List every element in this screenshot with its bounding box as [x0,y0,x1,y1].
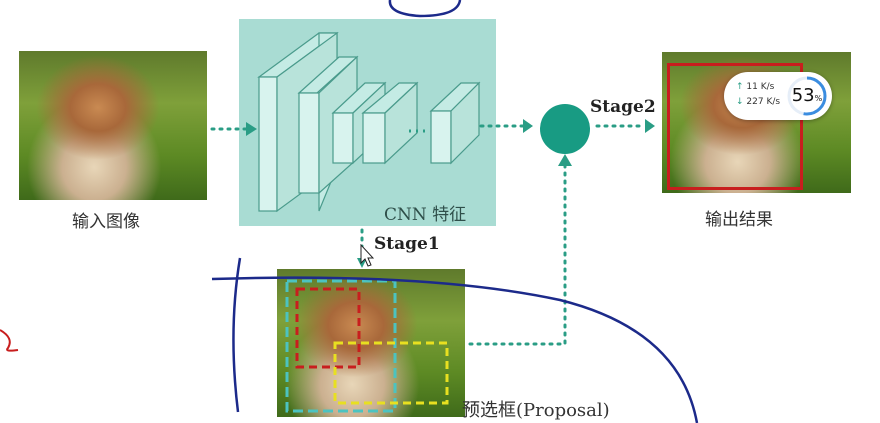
cnn-layers [257,31,481,213]
usage-percent: 53 [791,85,815,106]
output-label: 输出结果 [705,210,773,230]
network-speed-widget[interactable]: ↑ 11 K/s ↓ 227 K/s 53% [724,72,832,120]
input-image-label: 输入图像 [72,212,140,232]
upload-speed: 11 K/s [746,82,775,92]
stage2-label: Stage2 [590,97,656,117]
proposal-boxes [285,279,449,413]
proposal-label: 预选框(Proposal) [462,400,610,421]
upload-arrow-icon: ↑ [736,82,744,92]
mouse-cursor-icon [360,244,374,267]
usage-gauge: 53% [786,75,828,117]
download-arrow-icon: ↓ [736,97,744,107]
stage1-label: Stage1 [374,234,440,254]
download-speed: 227 K/s [746,97,781,107]
usage-percent-unit: % [814,94,823,103]
ink-scribble-top [388,0,462,18]
input-image [19,51,207,200]
cnn-label: CNN 特征 [384,205,467,225]
output-detection-box [667,63,803,190]
